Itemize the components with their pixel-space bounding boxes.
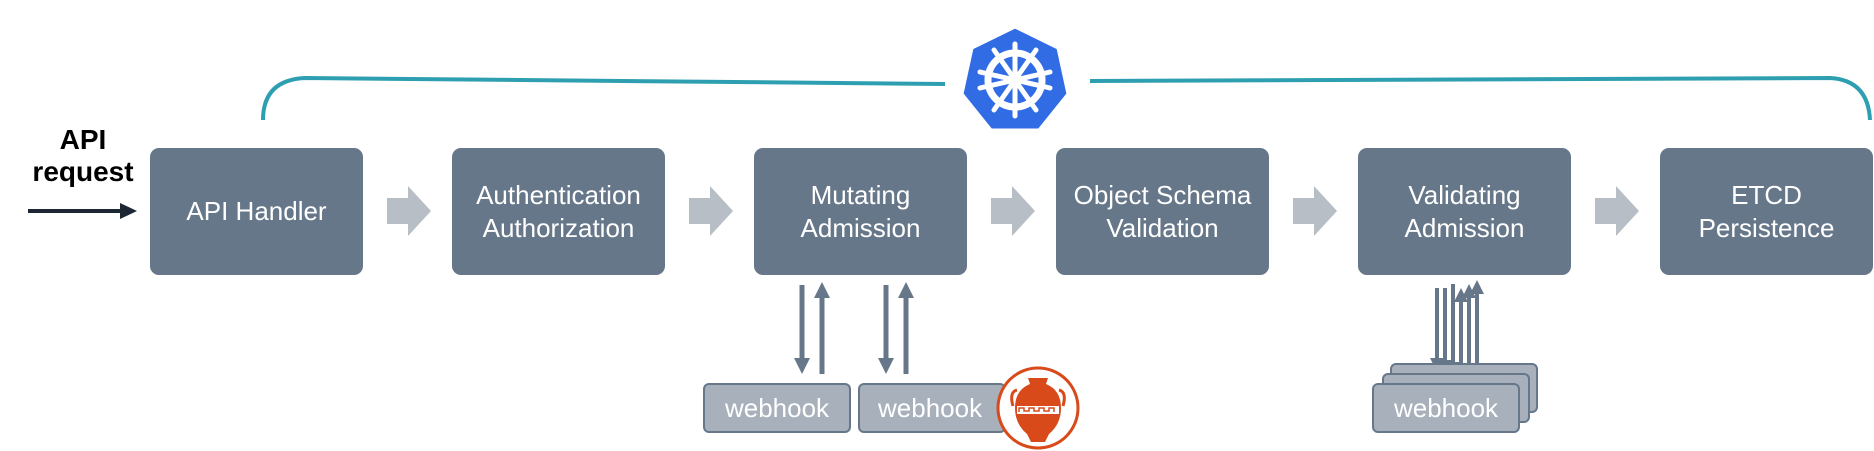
stage-object-schema-validation: Object Schema Validation [1056, 148, 1269, 275]
stage-label: API Handler [186, 196, 327, 226]
api-request-line-1: API [59, 124, 107, 155]
mutating-webhook-1: webhook [703, 383, 851, 433]
flow-arrow-1 [387, 186, 431, 236]
stage-label: Authorization [482, 212, 635, 243]
stage-mutating-admission: Mutating Admission [754, 148, 967, 275]
stage-label: Mutating [810, 179, 911, 210]
stage-label: Admission [800, 212, 921, 243]
webhook-label: webhook [724, 392, 830, 423]
validating-webhook: webhook [1372, 383, 1520, 433]
stage-label: Validating [1408, 179, 1521, 210]
api-request-line-2: request [32, 156, 134, 187]
stage-authentication-authorization: Authentication Authorization [452, 148, 665, 275]
flow-arrow-5 [1595, 186, 1639, 236]
stage-api-handler: API Handler [150, 148, 363, 275]
pipeline-bracket-right [1089, 75, 1872, 121]
validating-webhook-arrows [1430, 280, 1484, 376]
stage-label: Object Schema [1073, 179, 1252, 210]
mutating-webhook-arrows-1 [794, 282, 830, 374]
pipeline-bracket [261, 75, 946, 121]
webhook-label: webhook [878, 392, 983, 423]
mutating-webhook-2: webhook [858, 383, 1006, 433]
flow-arrow-3 [991, 186, 1035, 236]
stage-etcd-persistence: ETCD Persistence [1660, 148, 1873, 275]
stage-label: Authentication [476, 179, 641, 210]
flow-arrow-2 [689, 186, 733, 236]
stage-label: Persistence [1698, 212, 1835, 243]
flow-arrow-4 [1293, 186, 1337, 236]
webhook-label: webhook [1393, 392, 1499, 423]
stage-label: Validation [1106, 212, 1219, 243]
amphora-icon [996, 366, 1080, 450]
stage-label: ETCD [1731, 179, 1802, 210]
mutating-webhook-arrows-2 [878, 282, 914, 374]
input-arrow [28, 203, 137, 219]
kubernetes-helm-wheel-icon [960, 25, 1070, 132]
stage-label: Admission [1404, 212, 1525, 243]
stage-validating-admission: Validating Admission [1358, 148, 1571, 275]
api-request-label: API request [18, 124, 148, 188]
